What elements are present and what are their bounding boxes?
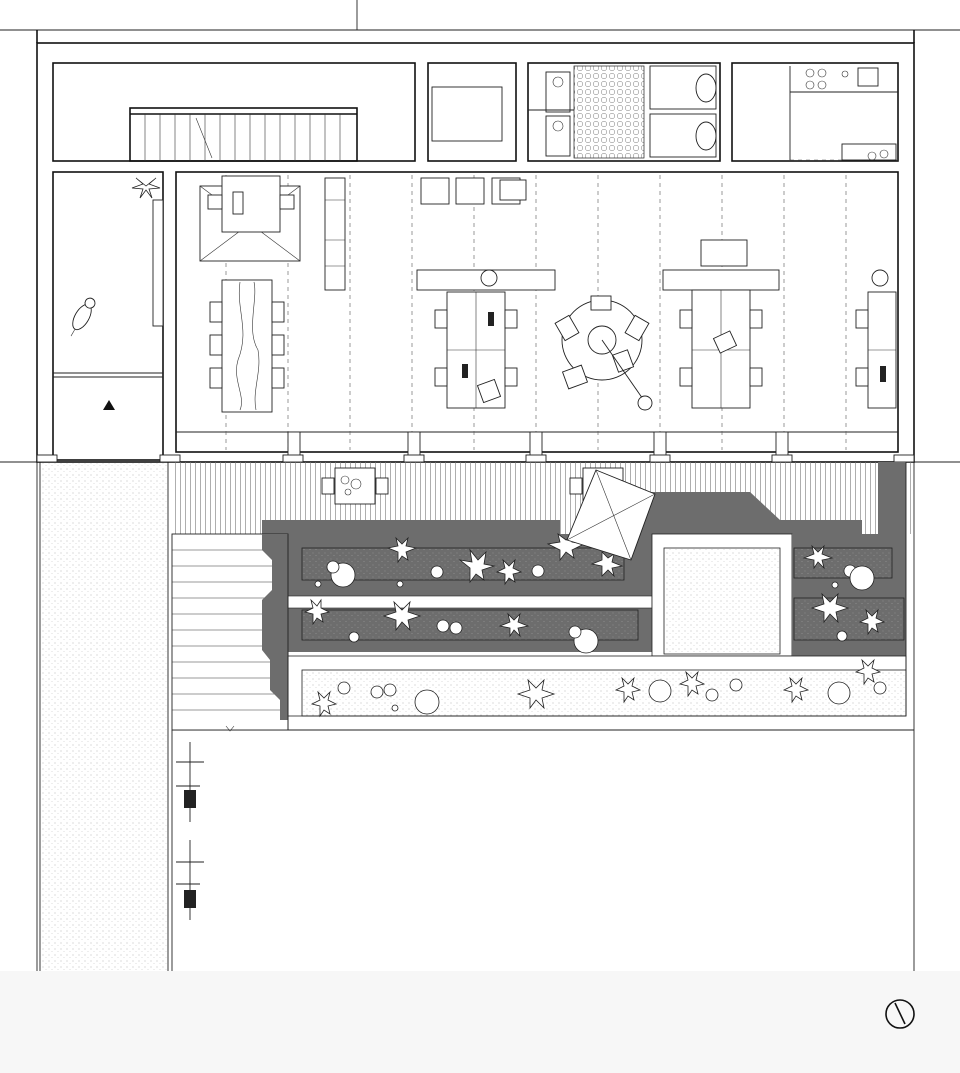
terrace-stairs — [171, 533, 289, 732]
corridor-furniture — [70, 177, 164, 410]
tree-icon — [131, 177, 161, 199]
outdoor-tables — [321, 467, 624, 505]
lounge-chairs — [420, 177, 527, 205]
bookshelf — [324, 177, 346, 291]
garden-plants — [303, 533, 887, 718]
north-arrow-icon — [885, 999, 915, 1029]
desk-cluster-2 — [662, 239, 780, 409]
stairwell — [129, 107, 358, 162]
stair-direction-arrow-icon — [103, 400, 115, 410]
desk-cluster-1 — [416, 269, 556, 409]
facade-columns — [36, 431, 915, 463]
side-path — [41, 463, 167, 971]
parasol-icon — [566, 469, 656, 561]
desk-cluster-3 — [855, 269, 897, 409]
deck-shadow — [262, 462, 906, 534]
washrooms — [528, 65, 717, 159]
bicycle-icon — [176, 742, 204, 822]
planter-beds — [287, 462, 907, 730]
meeting-area-rug — [199, 175, 301, 262]
round-table — [554, 295, 653, 411]
dog-icon — [70, 297, 96, 337]
bottom-band — [0, 971, 960, 1073]
kitchen — [789, 66, 898, 161]
lift — [431, 86, 503, 142]
long-table — [209, 279, 285, 413]
bicycle-icon — [176, 840, 204, 920]
